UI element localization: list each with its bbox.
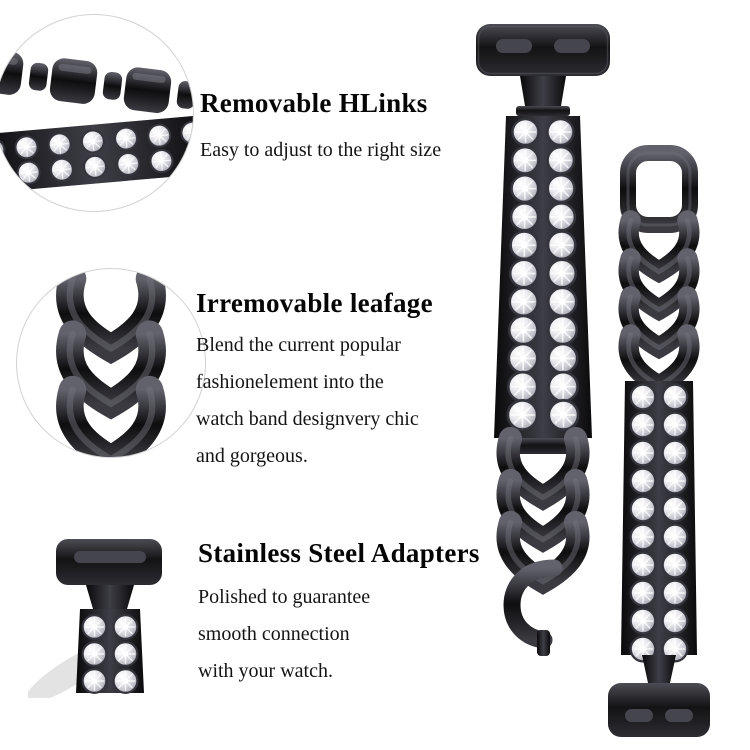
- chain-links: [629, 220, 690, 385]
- hlinks-closeup-image: [0, 14, 194, 212]
- rhinestone-band: [621, 381, 697, 663]
- feature-description-line: and gorgeous.: [196, 445, 308, 467]
- rhinestone-chain: [0, 115, 193, 194]
- leafage-closeup-image: [16, 268, 206, 458]
- buckle-loop: [620, 145, 698, 233]
- watch-band-back-image: [608, 145, 710, 737]
- watch-adapter-bottom: [608, 655, 710, 737]
- clasp: [503, 559, 563, 656]
- feature-description: Polished to guarantee smooth connection …: [198, 579, 498, 690]
- watch-adapter-top: [476, 24, 610, 116]
- feature-stainless-steel-adapters: Stainless Steel Adapters Polished to gua…: [198, 538, 498, 690]
- feature-title: Irremovable leafage: [196, 288, 433, 318]
- band-stub: [76, 609, 144, 694]
- feature-description-line: Easy to adjust to the right size: [200, 139, 442, 161]
- leaf-links: [70, 279, 152, 457]
- feature-irremovable-leafage: Irremovable leafage Blend the current po…: [196, 288, 466, 475]
- feature-description-line: smooth connection: [198, 623, 350, 645]
- hlinks-closeup-art: [0, 49, 193, 194]
- adapter-photo-art: [25, 539, 162, 703]
- feature-description: Blend the current popular fashionelement…: [196, 327, 466, 475]
- feature-description-line: fashionelement into the: [196, 371, 384, 393]
- h-link-chain: [0, 49, 193, 113]
- feature-description-line: Blend the current popular: [196, 334, 401, 356]
- chain-links: [508, 438, 578, 581]
- feature-title: Stainless Steel Adapters: [198, 538, 480, 568]
- feature-title: Removable HLinks: [200, 88, 428, 118]
- steel-adapter: [56, 539, 162, 609]
- feature-description: Easy to adjust to the right size: [200, 132, 520, 169]
- feature-description-line: with your watch.: [198, 660, 333, 682]
- feature-description-line: Polished to guarantee: [198, 586, 371, 608]
- leafage-closeup-art: [17, 269, 205, 457]
- feature-description-line: watch band designvery chic: [196, 408, 419, 430]
- adapter-photo: [25, 533, 198, 703]
- feature-removable-hlinks: Removable HLinks Easy to adjust to the r…: [200, 88, 520, 169]
- watch-band-front-image: [476, 24, 610, 656]
- rhinestone-band: [494, 116, 592, 438]
